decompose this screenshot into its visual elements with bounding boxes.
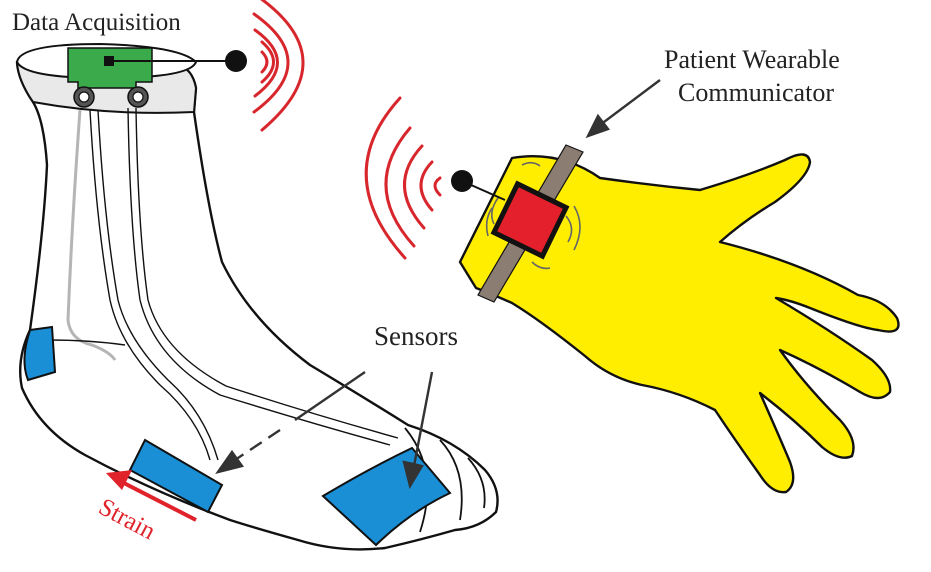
arrowhead [585,113,610,139]
label-sensors: Sensors [374,321,458,351]
acq-antenna-dot [225,50,247,72]
arrowhead [215,449,245,474]
foot-sock [15,42,499,551]
label-patient-line2: Communicator [678,78,834,107]
sock-outline [15,60,499,551]
sensor-patch-heel [23,325,57,382]
label-data-acquisition: Data Acquisition [12,9,181,36]
wireless-signal-icon [252,0,442,260]
pointer-arrows [215,79,661,490]
wrist-device [490,180,570,260]
sensor-patch-midfoot [128,438,224,514]
gray-wire [66,109,117,361]
sensor-wires [47,107,399,461]
device-antenna-dot [451,170,473,192]
label-patient-line1: Patient Wearable [664,45,840,74]
strain-arrowhead [106,470,132,490]
vibration-icon [485,161,581,270]
glove-hand [451,144,900,494]
arrowhead [402,460,424,490]
strain-arrow [106,470,197,522]
acq-board [67,47,153,89]
label-strain: Strain [94,493,160,545]
